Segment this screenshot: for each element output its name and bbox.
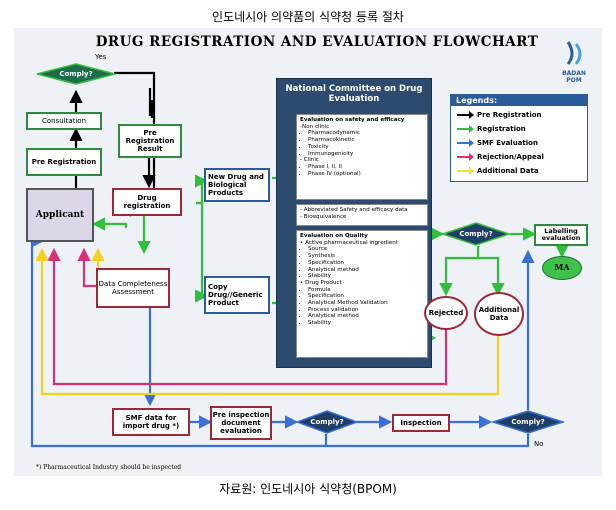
legend-label: Registration — [477, 125, 526, 133]
additional-data-oval: Additional Data — [474, 292, 524, 336]
nonclinic-label: -Non clinic — [300, 123, 330, 130]
legend-item: Rejection/Appeal — [457, 150, 581, 164]
comply-decision-mid: Comply? — [442, 222, 510, 246]
list-item: Stability — [308, 320, 424, 327]
diamond-shape — [36, 63, 116, 85]
api-label: • Active pharmaceutical ingredient — [300, 239, 398, 246]
list-item: Stability — [308, 273, 424, 280]
list-item: Synthesis — [308, 253, 424, 260]
safety-heading: Evaluation on safety and efficacy — [300, 117, 405, 123]
consultation-box: Consultation — [26, 112, 102, 130]
badan-pom-logo: BADAN POM — [554, 40, 594, 84]
legend-item: Pre Registration — [457, 108, 581, 122]
yes-label: Yes — [95, 53, 107, 61]
dp-label: • Drug Product — [300, 279, 342, 286]
smf-data-box: SMF data for import drug *) — [112, 408, 190, 436]
list-item: Phase I, II, II — [308, 164, 424, 171]
ma-oval: MA — [542, 256, 582, 280]
pre-inspection-box: Pre inspection document evaluation — [210, 406, 272, 440]
api-label-text: Active pharmaceutical ingredient — [305, 239, 398, 246]
blue-arrow-icon — [457, 139, 474, 147]
black-arrow-icon — [457, 111, 474, 119]
legend-label: Rejection/Appeal — [477, 153, 544, 161]
list-item: Specification — [308, 293, 424, 300]
labelling-evaluation-box: Labelling evaluation — [534, 224, 588, 246]
safety-efficacy-panel: Evaluation on safety and efficacy -Non c… — [296, 114, 428, 200]
list-item: Analytical method — [308, 267, 424, 274]
legend-label: SMF Evaluation — [477, 139, 538, 147]
legend-item: Registration — [457, 122, 581, 136]
logo-mark-icon — [566, 41, 582, 65]
green-arrow-icon — [457, 125, 474, 133]
list-item: Source — [308, 246, 424, 253]
abbreviated-text: Bioequivalence — [303, 213, 347, 220]
list-item: Immunogenicity — [308, 151, 424, 158]
list-item: Analytical Method Validation — [308, 300, 424, 307]
committee-title: National Committee on Drug Evaluation — [285, 84, 423, 105]
new-drug-box: New Drug and Biological Products — [204, 168, 270, 202]
dp-label-text: Drug Product — [305, 279, 342, 286]
legend-box: Legends: Pre Registration Registration S… — [450, 94, 588, 182]
yellow-arrow-icon — [457, 167, 474, 175]
diamond-shape — [296, 410, 358, 434]
list-item: Pharmacodynamic — [308, 130, 424, 137]
legend-label: Additional Data — [477, 167, 539, 175]
flowchart-title: DRUG REGISTRATION AND EVALUATION FLOWCHA… — [95, 34, 539, 50]
source-caption: 자료원: 인도네시아 식약청(BPOM) — [219, 482, 397, 496]
comply-label: Comply? — [310, 417, 344, 426]
comply-decision-top: Comply? — [36, 63, 116, 85]
pink-arrow-icon — [457, 153, 474, 161]
api-list: Source Synthesis Specification Analytica… — [300, 246, 424, 280]
legend-item: SMF Evaluation — [457, 136, 581, 150]
data-completeness-box: Data Completeness Assessment — [96, 268, 170, 308]
list-item: Specification — [308, 260, 424, 267]
abbreviated-item: - Bioequivalence — [300, 213, 347, 220]
abbreviated-text: Abbreviated Safety and efficacy data — [303, 207, 408, 213]
list-item: Formula — [308, 287, 424, 294]
diamond-shape — [442, 222, 510, 246]
list-item: Process validation — [308, 307, 424, 314]
logo-text: BADAN POM — [562, 70, 586, 84]
abbreviated-item: - Abbreviated Safety and efficacy data — [300, 207, 408, 213]
quality-heading: Evaluation on Quality — [300, 233, 368, 239]
list-item: Toxicity — [308, 144, 424, 151]
drug-registration-box: Drug registration — [112, 188, 182, 216]
comply-decision-b2: Comply? — [492, 410, 564, 434]
pre-registration-box: Pre Registration — [26, 148, 102, 176]
comply-label: Comply? — [459, 229, 493, 238]
legend-title: Legends: — [451, 95, 587, 106]
inspection-box: Inspection — [392, 414, 450, 432]
nonclinic-list: Pharmacodynamic Pharmacokinetic Toxicity… — [300, 130, 424, 157]
dp-list: Formula Specification Analytical Method … — [300, 287, 424, 327]
list-item: Pharmacokinetic — [308, 137, 424, 144]
rejected-oval: Rejected — [424, 296, 468, 330]
diamond-shape — [492, 410, 564, 434]
flowchart-canvas: DRUG REGISTRATION AND EVALUATION FLOWCHA… — [14, 28, 602, 476]
abbreviated-panel: - Abbreviated Safety and efficacy data -… — [296, 204, 428, 226]
footnote: *) Pharmaceutical Industry should be ins… — [36, 464, 182, 471]
applicant-box: Applicant — [26, 188, 94, 242]
legend-label: Pre Registration — [477, 111, 542, 119]
legend-item: Additional Data — [457, 164, 581, 178]
clinic-label: - Clinic — [300, 157, 319, 164]
clinic-list: Phase I, II, II Phase IV (optional) — [300, 164, 424, 177]
no-label: No — [534, 440, 544, 448]
comply-decision-b1: Comply? — [296, 410, 358, 434]
comply-label: Comply? — [511, 417, 545, 426]
comply-label: Comply? — [59, 69, 93, 78]
quality-panel: Evaluation on Quality • Active pharmaceu… — [296, 230, 428, 358]
list-item: Phase IV (optional) — [308, 171, 424, 178]
page-caption: 인도네시아 의약품의 식약청 등록 절차 — [212, 10, 404, 24]
copy-drug-box: Copy Drug//Generic Product — [204, 276, 270, 314]
list-item: Analytical method — [308, 313, 424, 320]
pre-registration-result-box: Pre Registration Result — [118, 124, 182, 158]
